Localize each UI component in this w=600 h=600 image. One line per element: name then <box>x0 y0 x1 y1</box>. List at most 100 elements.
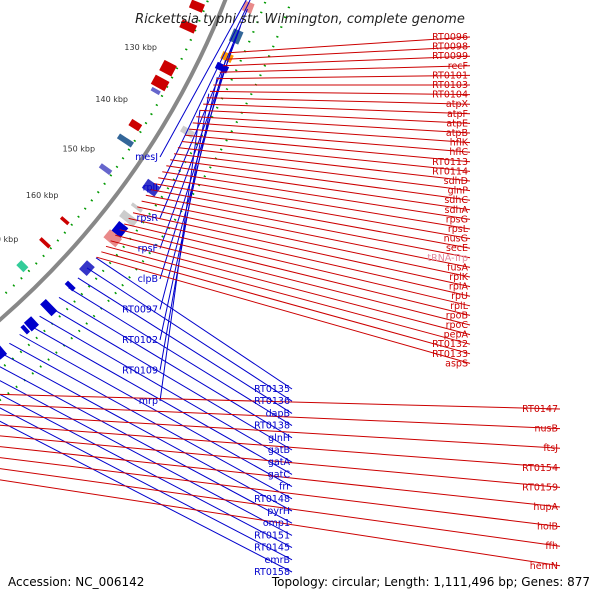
gene-label: RT0099 <box>432 51 468 62</box>
gene-leader-line <box>149 189 471 249</box>
gene-label: RT0098 <box>432 42 468 53</box>
gene-leader-line <box>0 366 293 524</box>
gene-feature-block <box>23 316 39 332</box>
gene-label: RT0138 <box>254 421 290 432</box>
gene-label: atpB <box>446 128 468 139</box>
gene-leader-line <box>0 351 293 512</box>
gene-leader-line <box>141 200 471 268</box>
gene-label: gatC <box>268 469 291 480</box>
gene-feature-block <box>159 59 177 77</box>
gene-label: RT0101 <box>432 70 468 81</box>
gene-label: RT0113 <box>432 157 468 168</box>
gene-leader-line <box>137 206 471 278</box>
gene-label: hflK <box>450 138 469 149</box>
gene-leader-line <box>68 287 293 427</box>
gene-feature-block <box>40 299 58 317</box>
map-title: Rickettsia typhi str. Wilmington, comple… <box>135 12 465 27</box>
accession-label: Accession: NC_006142 <box>8 575 144 589</box>
gene-leader-line <box>29 324 293 475</box>
gene-leader-line <box>0 393 561 410</box>
topology-label: Topology: circular; Length: 1,111,496 bp… <box>271 575 590 589</box>
gene-leader-line <box>0 457 561 528</box>
gene-leader-line <box>228 36 471 54</box>
kbp-tick-label: 140 kbp <box>95 95 128 104</box>
gene-leader-line <box>209 90 471 96</box>
gene-feature-block <box>214 61 230 74</box>
gene-label: frr <box>279 482 290 493</box>
gene-leader-line <box>0 380 293 536</box>
gene-leader-line <box>0 414 561 449</box>
gene-leader-line <box>110 240 471 336</box>
gene-label: aspS <box>445 358 468 369</box>
gene-label: fusA <box>447 262 468 273</box>
gene-leader-line <box>159 109 201 402</box>
gene-label: RT0135 <box>254 384 290 395</box>
label-line-layer <box>0 0 561 573</box>
gene-leader-line <box>0 446 561 508</box>
gene-leader-line <box>192 122 471 144</box>
gene-label: rpsL <box>448 224 469 235</box>
gene-feature-block <box>20 324 30 335</box>
gene-leader-line <box>145 194 471 259</box>
gene-feature-block <box>64 280 76 292</box>
gene-label: RT0151 <box>254 530 290 541</box>
gene-label: RT0102 <box>122 335 158 346</box>
kbp-tick-label: 160 kbp <box>26 191 59 200</box>
gene-feature-block <box>16 260 29 273</box>
gene-label: sdhA <box>445 205 469 216</box>
gene-label: rplI <box>143 183 158 194</box>
gene-label: RT0097 <box>122 305 158 316</box>
gene-leader-line <box>154 183 471 240</box>
gene-label: emrB <box>264 555 290 566</box>
gene-feature-block <box>0 345 8 360</box>
gene-feature-block <box>128 118 143 132</box>
gene-label: gatB <box>268 445 290 456</box>
gene-label: RT0103 <box>432 80 468 91</box>
gene-label: rpsR <box>137 213 159 224</box>
gene-leader-line <box>203 103 471 115</box>
gene-label: RT0096 <box>432 32 468 43</box>
gene-label: RT0133 <box>432 349 468 360</box>
gene-leader-line <box>86 267 293 402</box>
gene-leader-line <box>0 420 293 573</box>
gene-leader-line <box>95 257 293 390</box>
kbp-tick-label: 170 kbp <box>0 235 18 244</box>
gene-leader-line <box>0 468 561 547</box>
gene-label: nusB <box>534 424 558 435</box>
gene-label: hflC <box>449 147 468 158</box>
gene-label: RT0158 <box>254 567 290 578</box>
gene-leader-line <box>189 128 471 153</box>
gene-label: RT0145 <box>254 543 290 554</box>
gene-leader-line <box>19 334 293 488</box>
gene-leader-line <box>77 277 293 414</box>
gene-label: hupA <box>533 502 558 513</box>
gene-label: omp1 <box>263 518 290 529</box>
gene-label: pepA <box>444 330 469 341</box>
gene-label: RT0147 <box>522 404 558 415</box>
gene-label: mesJ <box>135 152 158 163</box>
gene-leader-line <box>132 212 471 288</box>
gene-feature-block <box>39 237 51 249</box>
gene-label: RT0104 <box>432 90 468 101</box>
gene-label: sdhD <box>444 176 468 187</box>
gene-label: gatA <box>268 457 291 468</box>
gene-leader-line <box>39 315 293 463</box>
gene-label: atpE <box>446 118 468 129</box>
gene-leader-line <box>181 141 471 172</box>
gene-leader-line <box>128 217 471 297</box>
gene-label: hemN <box>530 561 558 572</box>
gene-leader-line <box>0 404 561 430</box>
gene-label: rplK <box>449 272 469 283</box>
feature-layer <box>0 0 255 360</box>
gene-label: mrp <box>139 396 158 407</box>
gene-feature-block <box>119 209 138 227</box>
gene-leader-line <box>174 153 471 192</box>
gene-leader-line <box>206 97 471 105</box>
gene-leader-line <box>96 256 471 364</box>
gene-label: ftsJ <box>543 443 558 454</box>
gene-label: rpU <box>451 291 468 302</box>
gene-label: secE <box>446 243 468 254</box>
gene-label: RT0154 <box>522 463 558 474</box>
